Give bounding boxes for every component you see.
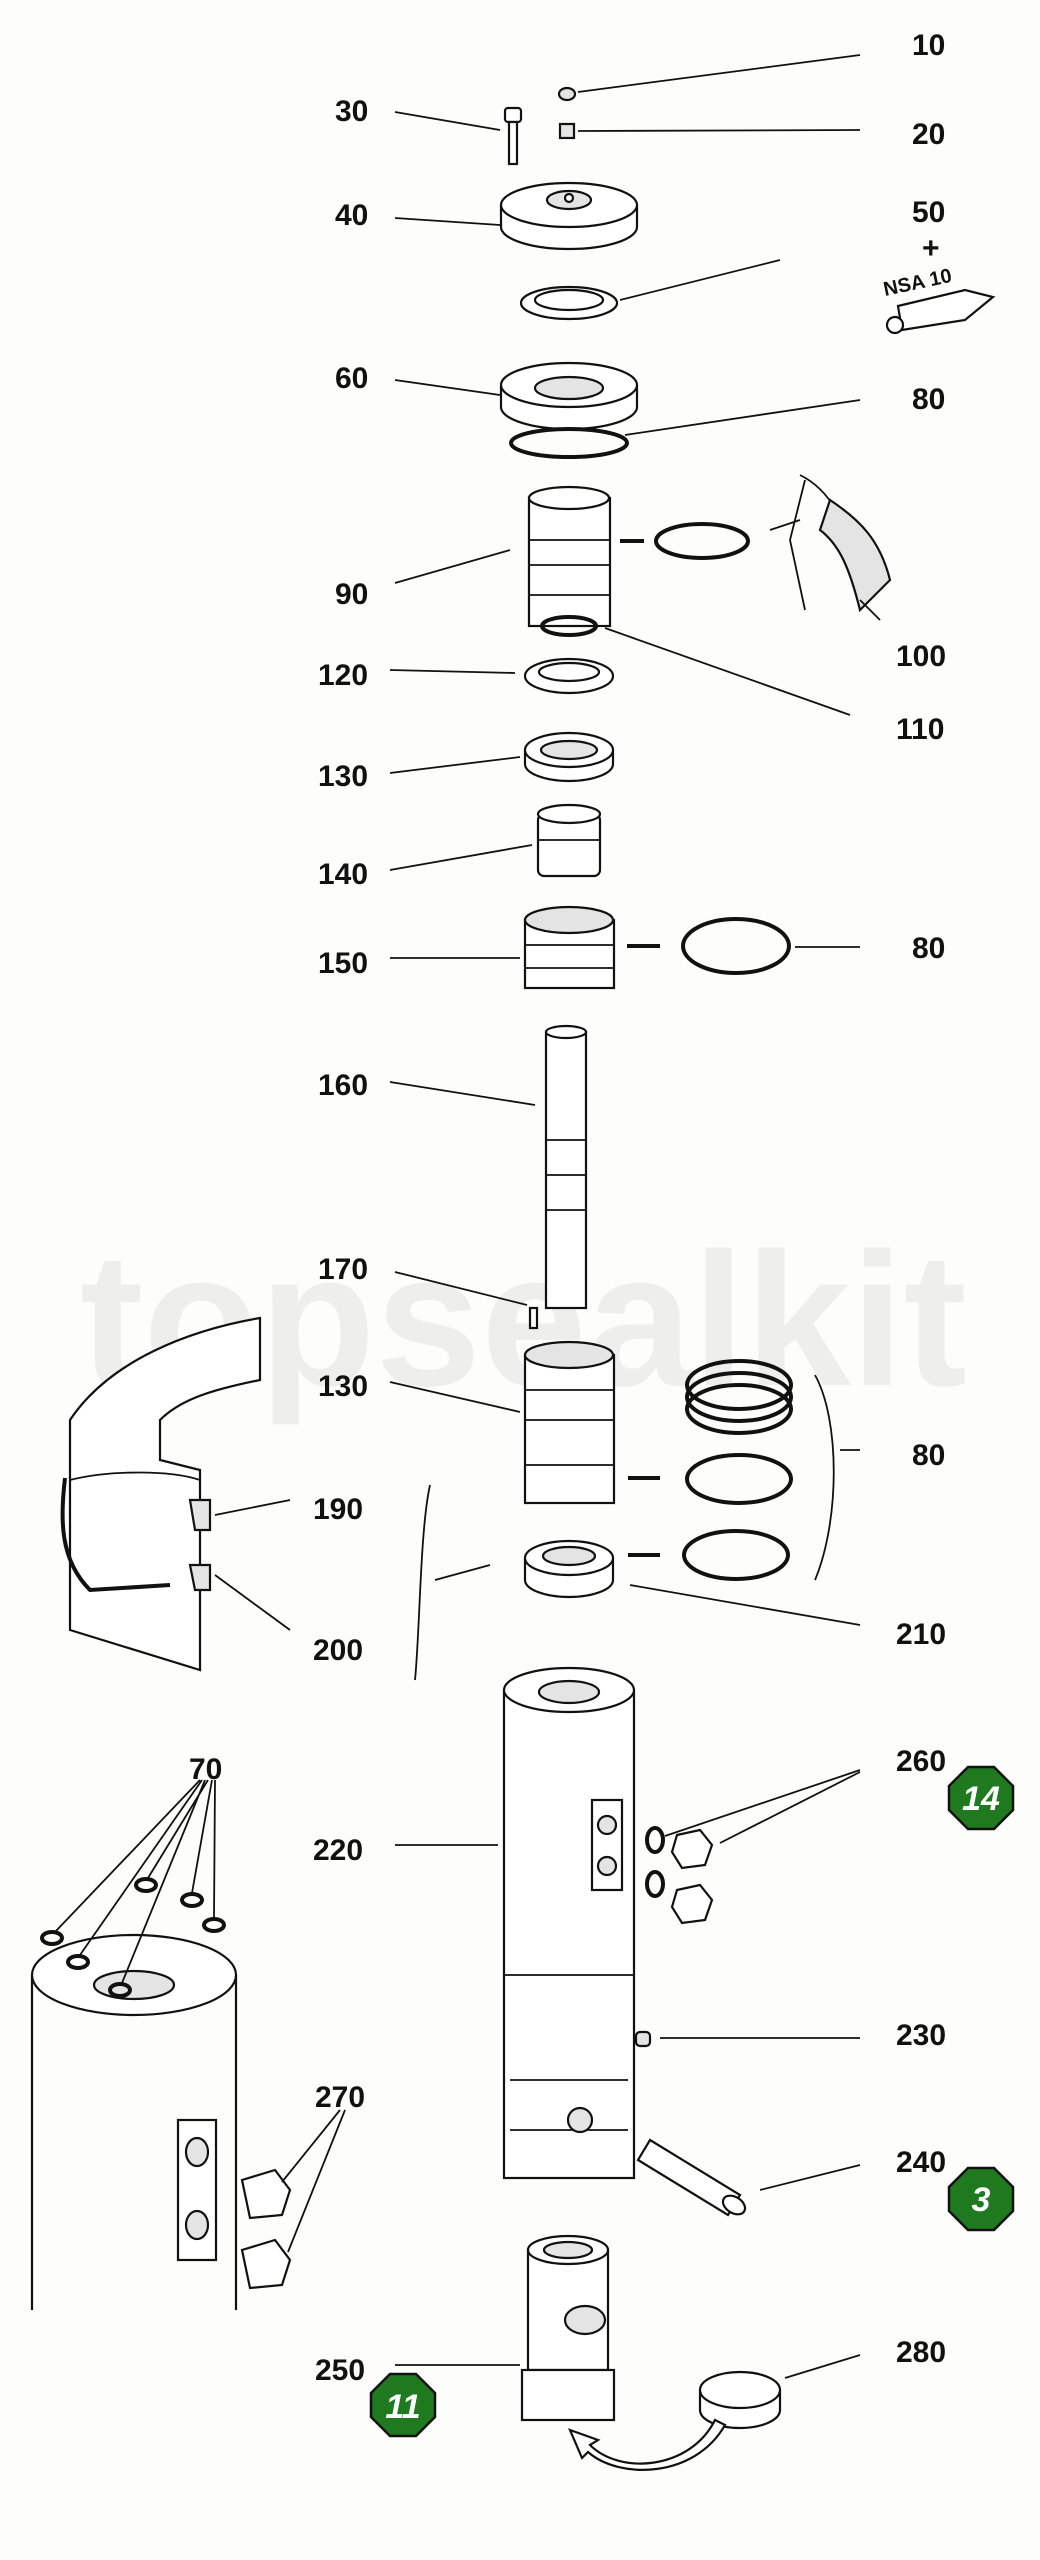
part-170-pin [528,1306,539,1330]
label-200: 200 [313,1634,363,1667]
part-210-ring [523,1539,615,1599]
part-80-o-ring-mid [681,917,791,975]
label-90: 90 [335,578,368,611]
label-150: 150 [318,947,368,980]
label-plus: + [922,232,940,265]
lubricant-tube [885,288,996,335]
part-120-ring [523,657,615,695]
label-170: 170 [318,1253,368,1286]
part-20-nipple [558,122,576,140]
label-140: 140 [318,858,368,891]
leader-lines [54,54,881,2379]
label-190: 190 [313,1493,363,1526]
label-70: 70 [189,1753,222,1786]
badge-250-qty: 11 [369,2372,437,2438]
part-60-flange [499,361,639,431]
label-80-stack: 80 [912,1439,945,1472]
badge-260-value: 14 [962,1780,1000,1818]
label-250: 250 [315,2354,365,2387]
label-60: 60 [335,362,368,395]
label-20: 20 [912,118,945,151]
part-10-cap [557,86,577,102]
part-90-piston [527,485,644,628]
label-50: 50 [912,196,945,229]
label-40: 40 [335,199,368,232]
part-190-200-seal-detail [60,1316,431,1681]
label-100: 100 [896,640,946,673]
part-260-fittings [645,1826,714,1925]
label-210: 210 [896,1618,946,1651]
badge-240-value: 3 [972,2181,991,2219]
part-230-screw [634,2030,652,2048]
part-250-valve-body [520,2234,616,2422]
part-110-o-ring [540,615,598,637]
label-260: 260 [896,1745,946,1778]
part-50-seal-ring [519,285,619,321]
label-280: 280 [896,2336,946,2369]
part-100-ring [654,522,750,560]
part-40-flange [499,181,639,251]
part-240-pin [636,2138,747,2217]
label-80-mid: 80 [912,932,945,965]
part-70-cylinder-detail [30,1877,292,2310]
part-labels: 10 20 30 40 50 + NSA 10 60 80 90 100 120… [189,29,954,2387]
part-160-rod [544,1024,588,1310]
badge-260-qty: 14 [947,1765,1015,1831]
part-80-ring-stack [682,1359,835,1581]
badge-250-value: 11 [385,2388,420,2426]
label-160: 160 [318,1069,368,1102]
label-130-lower: 130 [318,1370,368,1403]
label-120: 120 [318,659,368,692]
part-130-lower-cartridge [523,1340,660,1557]
label-270: 270 [315,2081,365,2114]
part-30-screw [503,106,523,166]
part-80-o-ring-top [509,427,629,459]
label-230: 230 [896,2019,946,2052]
label-130: 130 [318,760,368,793]
part-130-ring [523,731,615,783]
part-100-detail [789,474,892,613]
label-10: 10 [912,29,945,62]
label-110: 110 [896,713,944,746]
part-140-sleeve [536,803,602,878]
part-280-cap [698,2370,782,2430]
watermark: topsealkit [80,1214,967,1426]
label-240: 240 [896,2146,946,2179]
part-150-cartridge [523,905,660,990]
badge-240-qty: 3 [947,2166,1015,2232]
part-220-cylinder [502,1666,636,2180]
rotation-arrow-icon [567,2418,727,2471]
label-30: 30 [335,95,368,128]
label-220: 220 [313,1834,363,1867]
label-80: 80 [912,383,945,416]
